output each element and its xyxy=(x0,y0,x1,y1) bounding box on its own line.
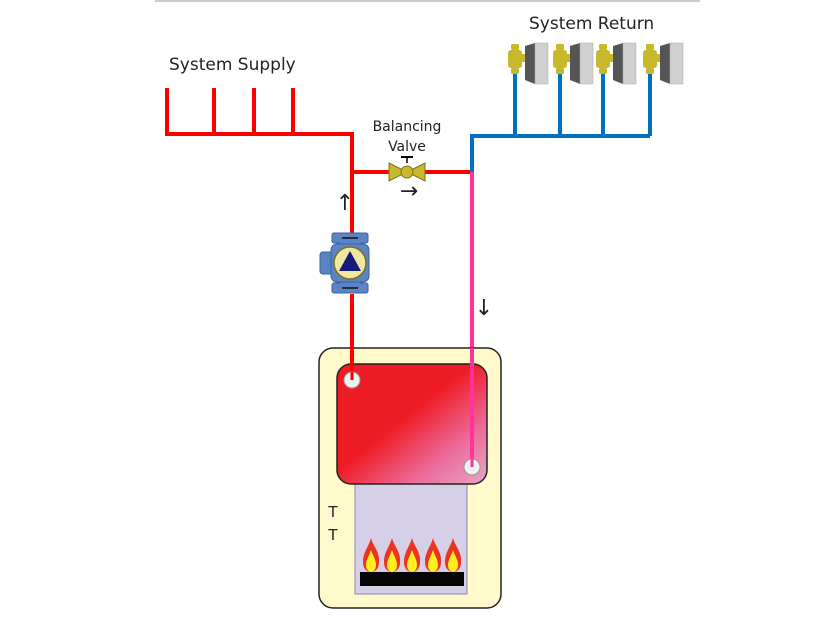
terminal-unit xyxy=(553,42,594,85)
bypass-flow-arrow: → xyxy=(400,179,418,204)
zone-valve[interactable] xyxy=(643,44,660,74)
flame-icon xyxy=(363,538,380,572)
radiator-side xyxy=(660,43,670,84)
valve-side-port xyxy=(657,54,660,62)
flame-icon xyxy=(445,538,462,572)
burner-flames xyxy=(363,538,462,572)
burner-bar xyxy=(360,572,464,586)
supply-flow-arrow: ↑ xyxy=(336,191,354,216)
valve-side-port xyxy=(567,54,570,62)
valve-bottom-nut xyxy=(646,68,654,74)
flame-inner xyxy=(428,550,438,572)
return-header xyxy=(470,134,650,172)
pump-direction-triangle-icon xyxy=(339,251,361,271)
zone-valve[interactable] xyxy=(508,44,525,74)
flame-inner xyxy=(387,550,397,572)
system-supply-label: System Supply xyxy=(169,55,296,75)
radiator xyxy=(613,42,637,85)
radiator xyxy=(525,42,549,85)
valve-side-port xyxy=(610,54,613,62)
boiler-marker-t2: T xyxy=(327,526,338,544)
boiler: T T xyxy=(318,347,502,609)
flame-inner xyxy=(366,550,376,572)
balancing-valve[interactable] xyxy=(388,156,426,182)
circulator-pump[interactable] xyxy=(319,232,370,294)
valve-bonnet xyxy=(400,165,414,179)
valve-top-nut xyxy=(556,44,564,50)
radiator-face xyxy=(622,42,637,85)
radiator xyxy=(660,42,684,85)
radiator-face xyxy=(579,42,594,85)
valve-body-right xyxy=(405,162,426,182)
valve-body xyxy=(553,50,567,68)
radiator-side xyxy=(570,43,580,84)
valve-body xyxy=(596,50,610,68)
flame-inner xyxy=(448,550,458,572)
supply-header xyxy=(165,132,354,238)
boiler-marker-t1: T xyxy=(327,503,338,521)
terminal-unit xyxy=(643,42,684,85)
balancing-valve-label-1: Balancing xyxy=(373,119,442,135)
radiator-side xyxy=(525,43,535,84)
return-flow-arrow: ↓ xyxy=(475,296,493,321)
heat-exchanger xyxy=(336,363,488,485)
valve-bottom-nut xyxy=(599,68,607,74)
zone-valve[interactable] xyxy=(553,44,570,74)
flame-inner xyxy=(407,550,417,572)
flame-icon xyxy=(384,538,401,572)
radiator-face xyxy=(669,42,684,85)
flame-icon xyxy=(425,538,442,572)
valve-bottom-nut xyxy=(556,68,564,74)
zone-valve[interactable] xyxy=(596,44,613,74)
valve-bottom-nut xyxy=(511,68,519,74)
valve-top-nut xyxy=(646,44,654,50)
valve-body xyxy=(643,50,657,68)
balancing-valve-label-2: Valve xyxy=(388,139,426,155)
terminal-units xyxy=(508,42,684,85)
valve-body-left xyxy=(388,162,409,182)
valve-top-nut xyxy=(599,44,607,50)
valve-top-nut xyxy=(511,44,519,50)
terminal-unit xyxy=(508,42,549,85)
radiator xyxy=(570,42,594,85)
radiator-face xyxy=(534,42,549,85)
valve-body xyxy=(508,50,522,68)
system-return-label: System Return xyxy=(529,14,654,34)
radiator-side xyxy=(613,43,623,84)
return-manifold xyxy=(470,74,652,172)
valve-side-port xyxy=(522,54,525,62)
flame-icon xyxy=(404,538,421,572)
terminal-unit xyxy=(596,42,637,85)
